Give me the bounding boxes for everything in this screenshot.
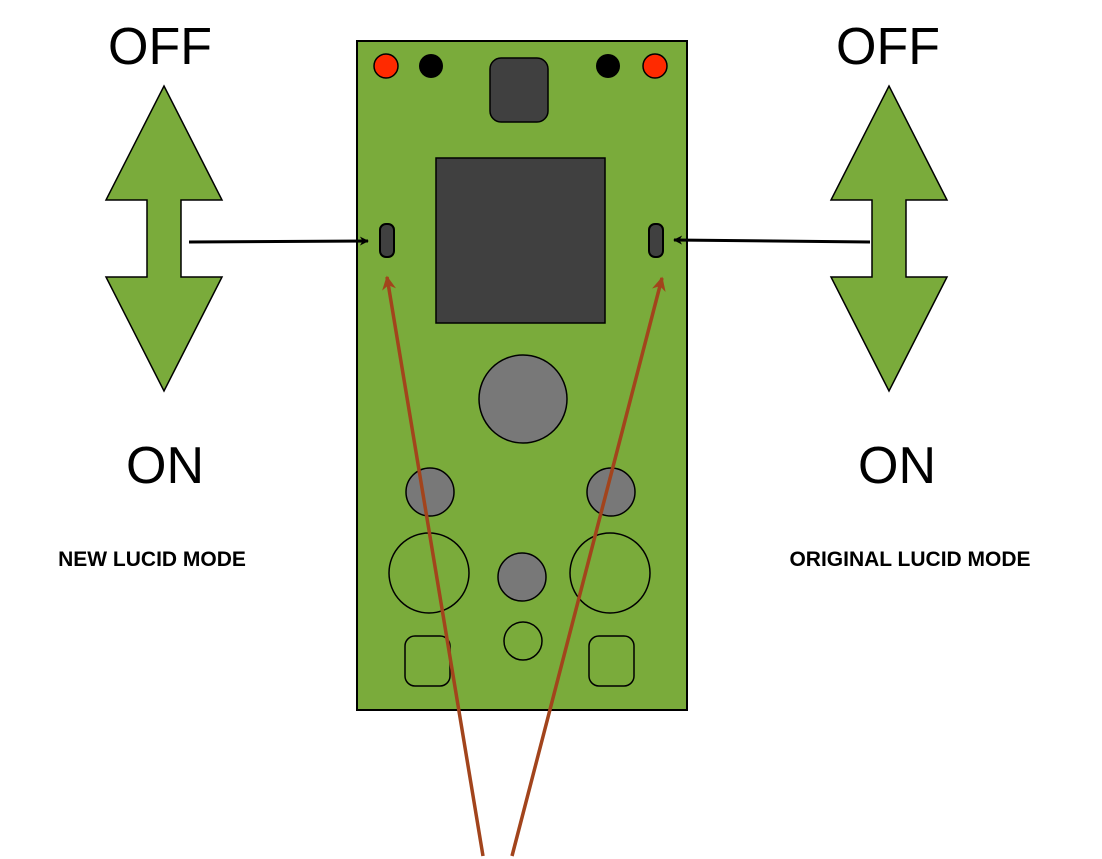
jack-top-left [419, 54, 443, 78]
left-leader-arrow [188, 236, 369, 246]
display-screen [435, 157, 606, 324]
left-mode-switch[interactable] [379, 223, 395, 258]
main-knob[interactable] [478, 354, 568, 444]
right-on-label: ON [858, 437, 936, 495]
center-small-knob[interactable] [497, 552, 547, 602]
left-on-label: ON [126, 437, 204, 495]
right-mode-switch[interactable] [648, 223, 664, 258]
led-top-left [373, 53, 399, 79]
top-button[interactable] [489, 57, 549, 123]
left-small-knob[interactable] [405, 467, 455, 517]
left-switch-group: OFF ON NEW LUCID MODE [58, 18, 246, 571]
led-top-right [642, 53, 668, 79]
right-leader-arrow [673, 235, 871, 245]
left-pointer-arrow [382, 275, 485, 857]
right-bottom-button[interactable] [588, 635, 635, 687]
right-switch-group: OFF ON ORIGINAL LUCID MODE [789, 18, 1030, 571]
module-board [356, 40, 688, 711]
center-jack-ring[interactable] [503, 621, 543, 661]
right-mode-label: ORIGINAL LUCID MODE [789, 548, 1030, 571]
right-double-arrow-icon [829, 84, 949, 393]
right-large-ring[interactable] [569, 532, 651, 614]
right-off-label: OFF [836, 18, 940, 76]
jack-top-right [596, 54, 620, 78]
right-pointer-arrow [510, 276, 666, 857]
left-double-arrow-icon [104, 84, 224, 393]
left-mode-label: NEW LUCID MODE [58, 548, 246, 571]
left-off-label: OFF [108, 18, 212, 76]
